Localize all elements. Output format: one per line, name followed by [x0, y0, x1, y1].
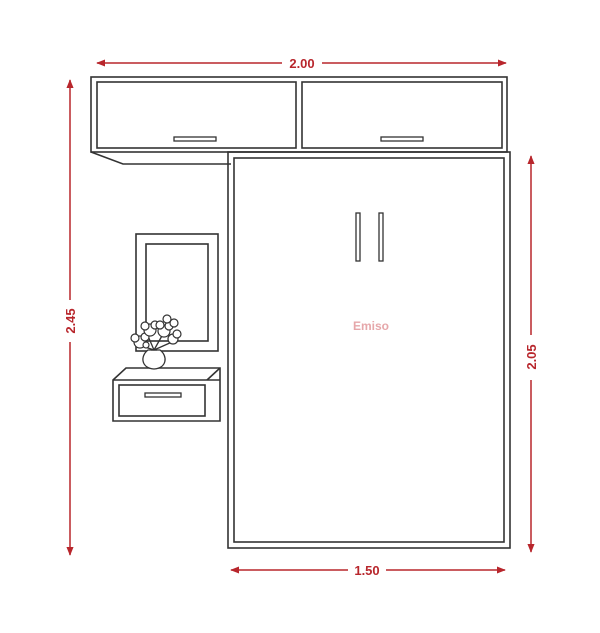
overall-width-dimension: 2.00: [96, 56, 507, 71]
upper-right-handle: [380, 136, 424, 142]
wall-bed-cabinet: [227, 151, 511, 549]
bed-handle-left: [355, 212, 361, 262]
nightstand-drawer: [118, 384, 206, 417]
floating-nightstand: [112, 367, 221, 422]
upper-left-handle: [173, 136, 217, 142]
upper-cabinet-right-door: [301, 81, 503, 149]
overall-width-label: 2.00: [289, 56, 314, 71]
overall-height-label: 2.45: [63, 308, 78, 333]
watermark-logo: Emiso: [353, 319, 389, 333]
overall-height-dimension: 2.45: [63, 79, 78, 556]
bed-handle-right: [378, 212, 384, 262]
bed-height-label: 2.05: [524, 344, 539, 369]
upper-cabinet: [90, 76, 508, 153]
bed-width-label: 1.50: [354, 563, 379, 578]
upper-cabinet-soffit: [90, 151, 231, 165]
flowers: [130, 314, 182, 349]
bed-width-dimension: 1.50: [230, 563, 506, 578]
nightstand-drawer-handle: [144, 392, 182, 398]
upper-cabinet-left-door: [96, 81, 297, 149]
wall-bed-panel: [233, 157, 505, 543]
bed-height-dimension: 2.05: [524, 155, 539, 553]
